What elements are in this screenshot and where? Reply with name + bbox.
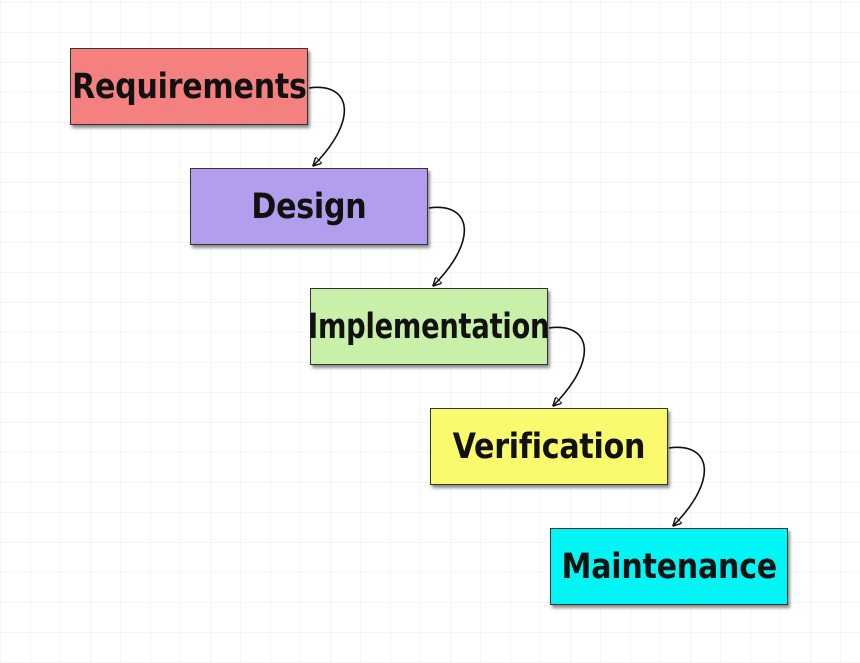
stage-label-verification: Verification — [452, 426, 646, 467]
stage-verification: Verification — [430, 408, 668, 485]
stage-label-maintenance: Maintenance — [561, 546, 777, 587]
stage-design: Design — [190, 168, 428, 245]
arrow-implementation-to-verification — [548, 326, 586, 405]
stage-maintenance: Maintenance — [550, 528, 788, 605]
arrow-requirements-to-design — [308, 86, 346, 165]
arrow-design-to-implementation — [428, 206, 466, 285]
stage-requirements: Requirements — [70, 48, 308, 125]
stage-label-requirements: Requirements — [71, 66, 307, 107]
arrow-verification-to-maintenance — [668, 446, 706, 525]
stage-implementation: Implementation — [308, 288, 550, 365]
stage-label-implementation: Implementation — [308, 306, 550, 347]
stage-label-design: Design — [251, 186, 367, 227]
